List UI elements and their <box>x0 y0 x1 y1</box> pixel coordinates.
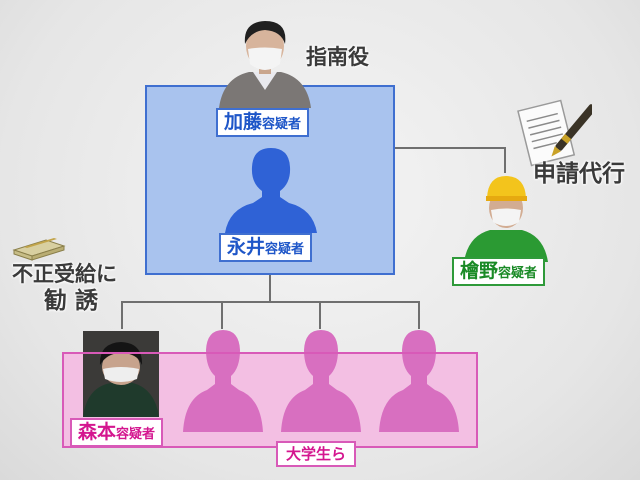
kato-photo <box>213 16 317 108</box>
hiyama-suffix: 容疑者 <box>498 266 538 281</box>
connector-line <box>269 275 271 302</box>
connector-line <box>395 147 505 149</box>
student-silhouette <box>279 326 363 432</box>
kato-role-caption: 指南役 <box>306 45 369 69</box>
students-group-box <box>62 352 478 448</box>
morimoto-name: 森本 <box>78 421 117 443</box>
connector-line <box>221 301 223 329</box>
nagai-name: 永井 <box>227 236 266 258</box>
nagai-name-label: 永井容疑者 <box>219 233 313 262</box>
nagai-suffix: 容疑者 <box>265 242 305 257</box>
nagai-silhouette <box>221 145 321 233</box>
hiyama-photo <box>462 170 550 262</box>
kato-name-label: 加藤容疑者 <box>216 108 310 137</box>
student-silhouette <box>377 326 461 432</box>
kato-suffix: 容疑者 <box>262 117 302 132</box>
hiyama-name-label: 檜野容疑者 <box>452 257 546 286</box>
money-bundle-icon <box>10 234 66 262</box>
morimoto-suffix: 容疑者 <box>116 427 156 442</box>
morimoto-photo <box>83 331 159 417</box>
kanyu-caption-line2: 勧 誘 <box>44 288 99 314</box>
connector-line <box>121 301 123 329</box>
connector-line <box>121 301 420 303</box>
students-label: 大学生ら <box>276 441 357 467</box>
student-silhouette <box>181 326 265 432</box>
daikou-caption: 申請代行 <box>533 161 625 187</box>
morimoto-name-label: 森本容疑者 <box>70 418 164 447</box>
document-pen-icon <box>514 92 597 170</box>
hiyama-name: 檜野 <box>460 260 499 282</box>
connector-line <box>418 301 420 329</box>
kanyu-caption-line1: 不正受給に <box>12 262 117 286</box>
connector-line <box>319 301 321 329</box>
connector-line <box>504 147 506 173</box>
kato-name: 加藤 <box>224 111 263 133</box>
students-label-text: 大学生ら <box>286 445 347 463</box>
